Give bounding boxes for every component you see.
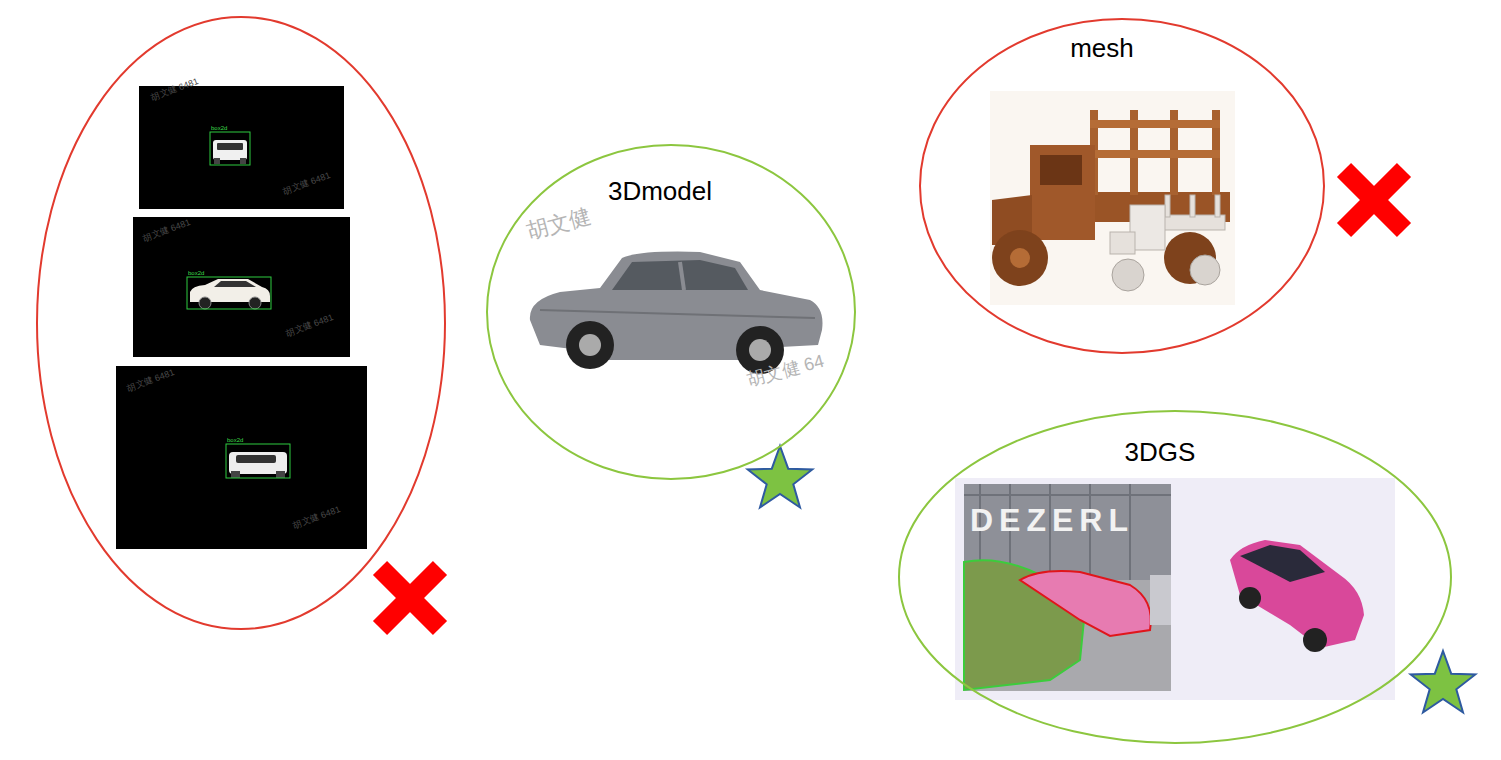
node-title: 3Dmodel	[608, 176, 712, 207]
bbox-label: box2d	[188, 270, 204, 276]
watermark: 胡文健	[524, 205, 593, 243]
ellipse-node: 3Dmodel	[486, 144, 856, 480]
ellipse-outline	[919, 18, 1325, 354]
bbox-label: box2d	[227, 437, 243, 443]
ellipse-node: 3DGS	[898, 410, 1452, 744]
node-title: mesh	[1070, 33, 1134, 64]
sign-text: DEZERL	[970, 504, 1134, 536]
ellipse-node: mesh	[919, 18, 1325, 354]
node-title: 3DGS	[1125, 437, 1196, 468]
bbox-label: box2d	[211, 125, 227, 131]
